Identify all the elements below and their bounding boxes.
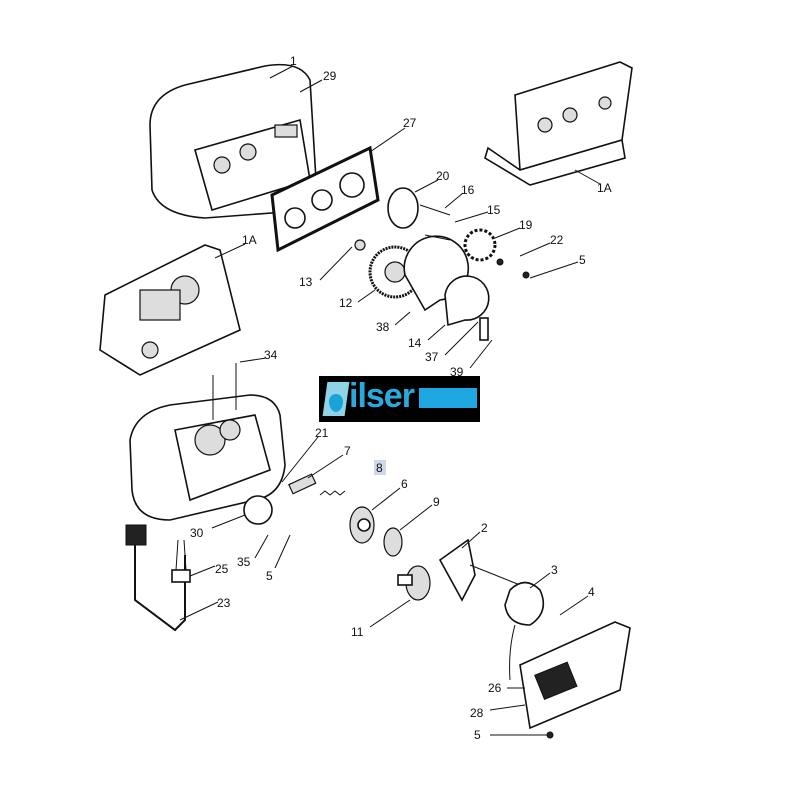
part-label: 4 <box>588 585 595 599</box>
part-label: 39 <box>450 365 464 379</box>
part-label: 2 <box>481 521 488 535</box>
part-label: 5 <box>266 569 273 583</box>
part-label: 29 <box>323 69 337 83</box>
cover-housing-top <box>149 63 317 219</box>
part-label: 30 <box>190 526 204 540</box>
part-label: 9 <box>433 495 440 509</box>
logo-text: ilser <box>349 377 415 415</box>
part-label: 26 <box>488 681 502 695</box>
part-label: 21 <box>315 426 329 440</box>
cover-plate <box>490 621 631 739</box>
part-label: 20 <box>436 169 450 183</box>
control-housing <box>129 363 286 521</box>
part-labels: 1 29 27 20 16 15 19 22 5 1A 1A 13 12 38 … <box>190 54 612 742</box>
part-label: 5 <box>579 253 586 267</box>
part-label: 1 <box>290 54 297 68</box>
backplate-right <box>484 61 633 186</box>
part-label: 22 <box>550 233 564 247</box>
part-label: 14 <box>408 336 422 350</box>
part-label: 6 <box>401 477 408 491</box>
part-label: 16 <box>461 183 475 197</box>
timer-parts-top <box>354 187 530 341</box>
part-label: 13 <box>299 275 313 289</box>
leader-lines <box>179 65 601 711</box>
part-label: 19 <box>519 218 533 232</box>
part-label: 35 <box>237 555 251 569</box>
part-label: 27 <box>403 116 417 130</box>
power-cord <box>125 524 191 632</box>
part-label: 8 <box>376 461 383 475</box>
logo-bar <box>419 388 477 408</box>
part-label: 28 <box>470 706 484 720</box>
part-label: 3 <box>551 563 558 577</box>
part-label: 25 <box>215 562 229 576</box>
part-label: 38 <box>376 320 390 334</box>
part-label: 12 <box>339 296 353 310</box>
part-label: 1A <box>242 233 257 247</box>
drive-parts <box>243 473 545 681</box>
water-drop-icon <box>329 394 343 412</box>
gasket <box>270 145 380 253</box>
part-label: 1A <box>597 181 612 195</box>
part-label: 23 <box>217 596 231 610</box>
part-label: 15 <box>487 203 501 217</box>
part-label: 5 <box>474 728 481 742</box>
backplate-left <box>99 244 241 376</box>
part-label: 7 <box>344 444 351 458</box>
part-label: 37 <box>425 350 439 364</box>
part-label: 34 <box>264 348 278 362</box>
brand-logo: ilser <box>319 376 480 422</box>
part-label: 11 <box>351 625 364 639</box>
